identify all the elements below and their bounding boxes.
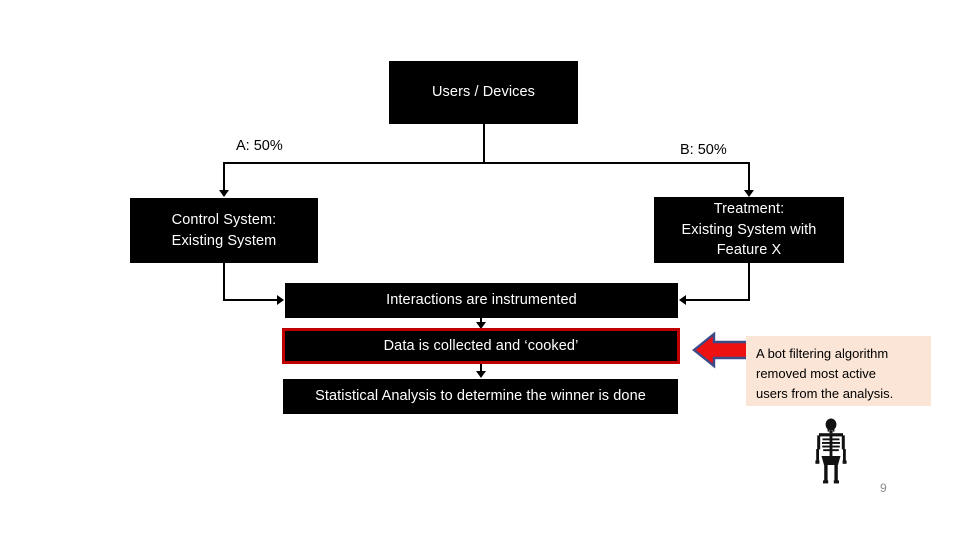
step-data-collected-label: Data is collected and ‘cooked’ xyxy=(383,337,579,354)
page-number: 9 xyxy=(880,481,887,495)
treatment-system-line2: Existing System with xyxy=(681,221,817,238)
treatment-system-box[interactable]: Treatment: Existing System with Feature … xyxy=(654,197,844,263)
control-system-line1: Control System: xyxy=(171,211,277,228)
connector-branch-b xyxy=(748,162,750,191)
control-system-box[interactable]: Control System: Existing System xyxy=(130,198,318,263)
connector-treatment-down xyxy=(748,263,750,300)
split-label-b: B: 50% xyxy=(680,142,727,158)
connector-treatment-left xyxy=(686,299,750,301)
arrowhead-branch-b-icon xyxy=(744,190,754,197)
arrowhead-control-to-step1-icon xyxy=(277,295,284,305)
step-interactions-instrumented-label: Interactions are instrumented xyxy=(386,292,577,309)
bot-filtering-callout: A bot filtering algorithm removed most a… xyxy=(746,336,931,406)
connector-control-right xyxy=(223,299,278,301)
callout-line2: removed most active xyxy=(756,365,876,381)
connector-control-down xyxy=(223,263,225,300)
users-devices-box[interactable]: Users / Devices xyxy=(389,61,578,124)
step-statistical-analysis-box[interactable]: Statistical Analysis to determine the wi… xyxy=(283,379,678,414)
connector-split-bar xyxy=(223,162,750,164)
connector-step2-step3 xyxy=(480,364,482,373)
users-devices-label: Users / Devices xyxy=(431,84,536,101)
connector-step1-step2 xyxy=(480,318,482,324)
treatment-system-line3: Feature X xyxy=(716,242,782,259)
connector-source-stem xyxy=(483,124,485,163)
step-interactions-instrumented-box[interactable]: Interactions are instrumented xyxy=(285,283,678,318)
red-left-arrow-icon xyxy=(692,331,754,369)
step-data-collected-box[interactable]: Data is collected and ‘cooked’ xyxy=(282,328,680,364)
arrowhead-treatment-to-step1-icon xyxy=(679,295,686,305)
treatment-system-line1: Treatment: xyxy=(713,201,785,218)
callout-line1: A bot filtering algorithm xyxy=(756,346,889,361)
callout-line3: users from the analysis. xyxy=(756,385,894,401)
control-system-line2: Existing System xyxy=(171,232,277,249)
step-statistical-analysis-label: Statistical Analysis to determine the wi… xyxy=(315,388,646,405)
arrowhead-branch-a-icon xyxy=(219,190,229,197)
skeleton-icon xyxy=(810,418,852,484)
arrowhead-step1-to-step2-icon xyxy=(476,322,486,329)
connector-branch-a xyxy=(223,162,225,191)
split-label-a: A: 50% xyxy=(236,138,283,154)
arrowhead-step2-to-step3-icon xyxy=(476,371,486,378)
